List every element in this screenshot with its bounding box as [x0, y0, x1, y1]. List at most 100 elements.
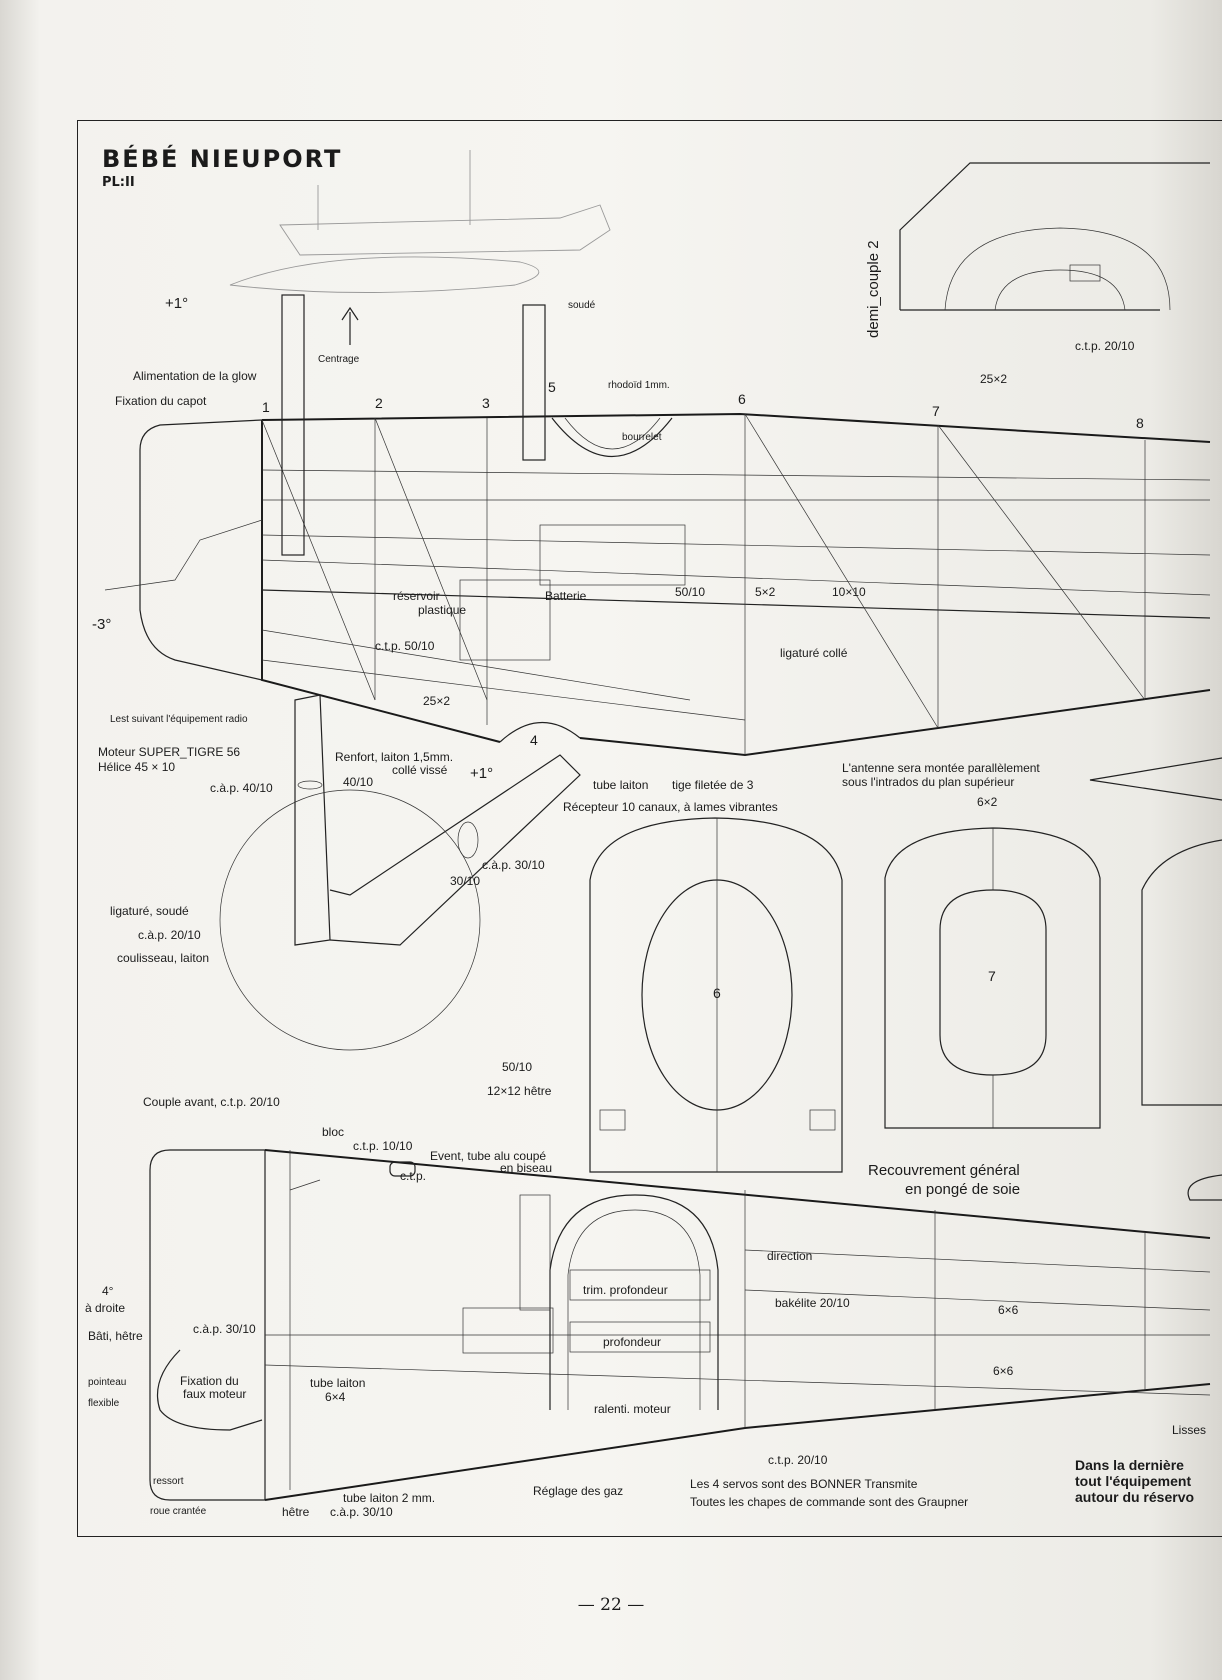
label-25x2-lower: 25×2: [423, 694, 450, 708]
label-note-1: Dans la dernière: [1075, 1457, 1184, 1473]
label-hetre: hêtre: [282, 1505, 310, 1519]
label-note-2: tout l'équipement: [1075, 1473, 1191, 1489]
label-centrage: Centrage: [318, 354, 360, 365]
drawing-frame: [77, 120, 1222, 1537]
station-1: 1: [262, 399, 270, 415]
wing-root-outline: [1089, 757, 1222, 1201]
label-cap-30-10-side: c.à.p. 30/10: [193, 1322, 256, 1336]
label-ligature-soude: ligaturé, soudé: [110, 904, 189, 918]
landing-gear: [219, 694, 581, 1051]
label-couple-7: 7: [988, 968, 996, 984]
label-6x6-a: 6×6: [998, 1303, 1019, 1317]
label-couple-avant: Couple avant, c.t.p. 20/10: [143, 1095, 280, 1109]
label-5x2: 5×2: [755, 585, 776, 599]
label-renfort-a: Renfort, laiton 1,5mm.: [335, 750, 453, 764]
bulkhead-6: [589, 817, 843, 1173]
label-fixation-a: Fixation du: [180, 1374, 239, 1388]
station-5: 5: [548, 379, 556, 395]
angle-minus3: -3°: [92, 616, 111, 633]
label-50-10-top: 50/10: [675, 585, 705, 599]
label-fixation-capot: Fixation du capot: [115, 394, 207, 408]
demi-couple-2: [899, 162, 1210, 311]
label-tube-laiton: tube laiton: [593, 778, 648, 792]
label-profondeur: profondeur: [603, 1335, 661, 1349]
label-recepteur: Récepteur 10 canaux, à lames vibrantes: [563, 800, 778, 814]
label-couple-6: 6: [713, 985, 721, 1001]
label-bloc: bloc: [322, 1125, 344, 1139]
label-ctp-side: c.t.p.: [400, 1169, 426, 1183]
label-cap-30-10-gear: c.à.p. 30/10: [482, 858, 545, 872]
label-rhodoid: rhodoïd 1mm.: [608, 380, 670, 391]
label-flexible: flexible: [88, 1398, 120, 1409]
bulkhead-7: [884, 827, 1101, 1129]
label-note-3: autour du réservo: [1075, 1489, 1194, 1505]
label-roue: roue crantée: [150, 1506, 207, 1517]
annotations: +1° -3° +1° 4° à droite soudé Centrage A…: [85, 240, 1206, 1519]
label-coulisseau: coulisseau, laiton: [117, 951, 209, 965]
page-number: — 22 —: [577, 1595, 645, 1615]
label-ctp-20-10-side: c.t.p. 20/10: [768, 1453, 828, 1467]
fuselage-top-view: [104, 294, 1211, 757]
label-trim: trim. profondeur: [583, 1283, 668, 1297]
label-direction: direction: [767, 1249, 812, 1263]
label-cap-30-10-b: c.à.p. 30/10: [330, 1505, 393, 1519]
label-6x6-b: 6×6: [993, 1364, 1014, 1378]
label-servos: Les 4 servos sont des BONNER Transmite: [690, 1477, 918, 1491]
station-8: 8: [1136, 415, 1144, 431]
label-pointeau: pointeau: [88, 1377, 126, 1388]
station-2: 2: [375, 395, 383, 411]
label-covering-1: Recouvrement général: [868, 1162, 1020, 1179]
label-ligature-colle: ligaturé collé: [780, 646, 848, 660]
label-ctp-50-10: c.t.p. 50/10: [375, 639, 435, 653]
label-tige-filetee: tige filetée de 3: [672, 778, 754, 792]
label-bakelite: bakélite 20/10: [775, 1296, 850, 1310]
upper-wing-ghost: [229, 150, 611, 293]
label-batterie: Batterie: [545, 589, 587, 603]
label-chapes: Toutes les chapes de commande sont des G…: [690, 1495, 968, 1509]
label-25x2-top: 25×2: [980, 372, 1007, 386]
plan-title: BÉBÉ NIEUPORT: [102, 145, 343, 173]
fuselage-side-view: [149, 1149, 1211, 1501]
label-soude: soudé: [568, 300, 596, 311]
label-helice: Hélice 45 × 10: [98, 760, 175, 774]
station-3: 3: [482, 395, 490, 411]
label-covering-2: en pongé de soie: [905, 1181, 1020, 1198]
label-ressort: ressort: [153, 1476, 184, 1487]
label-ctp-20-10-top: c.t.p. 20/10: [1075, 339, 1135, 353]
label-antenna-1: L'antenne sera montée parallèlement: [842, 761, 1040, 775]
label-10x10: 10×10: [832, 585, 866, 599]
label-lest: Lest suivant l'équipement radio: [110, 714, 248, 725]
label-reservoir-b: plastique: [418, 603, 466, 617]
angle-right4-b: à droite: [85, 1301, 125, 1315]
station-4: 4: [530, 732, 538, 748]
label-tube-6x4-a: tube laiton: [310, 1376, 365, 1390]
plan-sheet-number: PL:II: [102, 175, 135, 190]
label-reservoir-a: réservoir: [393, 589, 440, 603]
label-tube-2mm: tube laiton 2 mm.: [343, 1491, 435, 1505]
label-50-10-bulkhead: 50/10: [502, 1060, 532, 1074]
label-6x2: 6×2: [977, 795, 998, 809]
label-event-b: en biseau: [500, 1161, 552, 1175]
label-moteur: Moteur SUPER_TIGRE 56: [98, 745, 240, 759]
angle-plus1-gear: +1°: [470, 765, 493, 782]
label-30-10-gear: 30/10: [450, 874, 480, 888]
label-hetre-12x12: 12×12 hêtre: [487, 1084, 552, 1098]
label-alimentation: Alimentation de la glow: [133, 369, 257, 383]
label-renfort-b: collé vissé: [392, 763, 448, 777]
label-cap-20-10-gear: c.à.p. 20/10: [138, 928, 201, 942]
label-40-10: 40/10: [343, 775, 373, 789]
label-cap-40-10: c.à.p. 40/10: [210, 781, 273, 795]
label-demi-couple: demi_couple 2: [865, 240, 882, 338]
station-6: 6: [738, 391, 746, 407]
label-tube-6x4-b: 6×4: [325, 1390, 346, 1404]
label-bourrelet: bourrelet: [622, 432, 662, 443]
station-7: 7: [932, 403, 940, 419]
angle-right4-a: 4°: [102, 1284, 114, 1298]
label-lisses: Lisses: [1172, 1423, 1206, 1437]
bulkhead-8-partial: [1141, 839, 1222, 1106]
label-ctp-10-10: c.t.p. 10/10: [353, 1139, 413, 1153]
angle-plus1-top: +1°: [165, 295, 188, 312]
label-antenna-2: sous l'intrados du plan supérieur: [842, 775, 1014, 789]
